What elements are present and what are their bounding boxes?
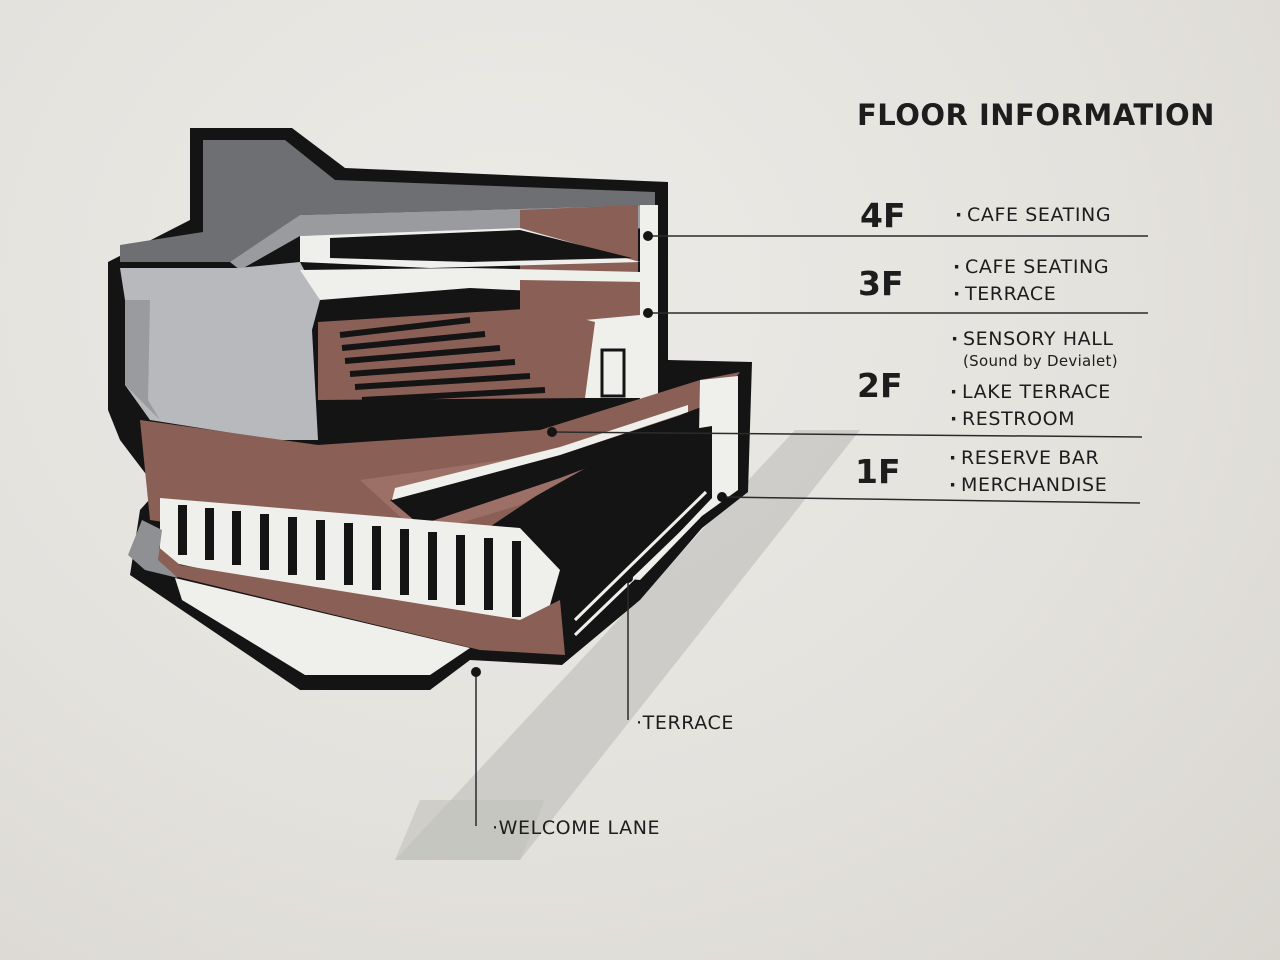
column-door [602, 350, 624, 396]
floor-label-3f: 3F [858, 264, 904, 303]
floor-1f-item-merchandise: ·MERCHANDISE [949, 474, 1107, 496]
callout-text: WELCOME LANE [499, 817, 660, 839]
page-title: FLOOR INFORMATION [857, 98, 1215, 132]
floor-2f-item-sensory-hall: ·SENSORY HALL [951, 328, 1114, 350]
bullet: · [949, 474, 961, 496]
floor-label-1f: 1F [855, 452, 901, 491]
floor-label-2f: 2F [857, 366, 903, 405]
callout-terrace: ·TERRACE [636, 712, 734, 734]
bullet: · [951, 328, 963, 350]
bullet: · [636, 712, 643, 734]
bullet: · [950, 381, 962, 403]
bullet: · [953, 283, 965, 305]
item-text: SENSORY HALL [963, 328, 1114, 350]
bullet: · [492, 817, 499, 839]
bullet: · [955, 204, 967, 226]
item-text: TERRACE [965, 283, 1056, 305]
bullet: · [949, 447, 961, 469]
item-text: RESERVE BAR [961, 447, 1099, 469]
floor-2f-item-devialet-note: (Sound by Devialet) [963, 352, 1118, 370]
item-text: CAFE SEATING [965, 256, 1109, 278]
bullet: · [950, 408, 962, 430]
item-text: RESTROOM [962, 408, 1075, 430]
item-text: CAFE SEATING [967, 204, 1111, 226]
item-text: LAKE TERRACE [962, 381, 1111, 403]
item-text: MERCHANDISE [961, 474, 1107, 496]
floor-label-4f: 4F [860, 196, 906, 235]
floor-3f-item-terrace: ·TERRACE [953, 283, 1056, 305]
left-facade [120, 262, 320, 440]
floor-1f-item-reserve-bar: ·RESERVE BAR [949, 447, 1099, 469]
bullet: · [953, 256, 965, 278]
callout-text: TERRACE [643, 712, 734, 734]
floor-3f-item-cafe-seating: ·CAFE SEATING [953, 256, 1109, 278]
callout-welcome-lane: ·WELCOME LANE [492, 817, 660, 839]
floor-2f-item-restroom: ·RESTROOM [950, 408, 1075, 430]
floor-4f-item-cafe-seating: ·CAFE SEATING [955, 204, 1111, 226]
floor-2f-item-lake-terrace: ·LAKE TERRACE [950, 381, 1111, 403]
